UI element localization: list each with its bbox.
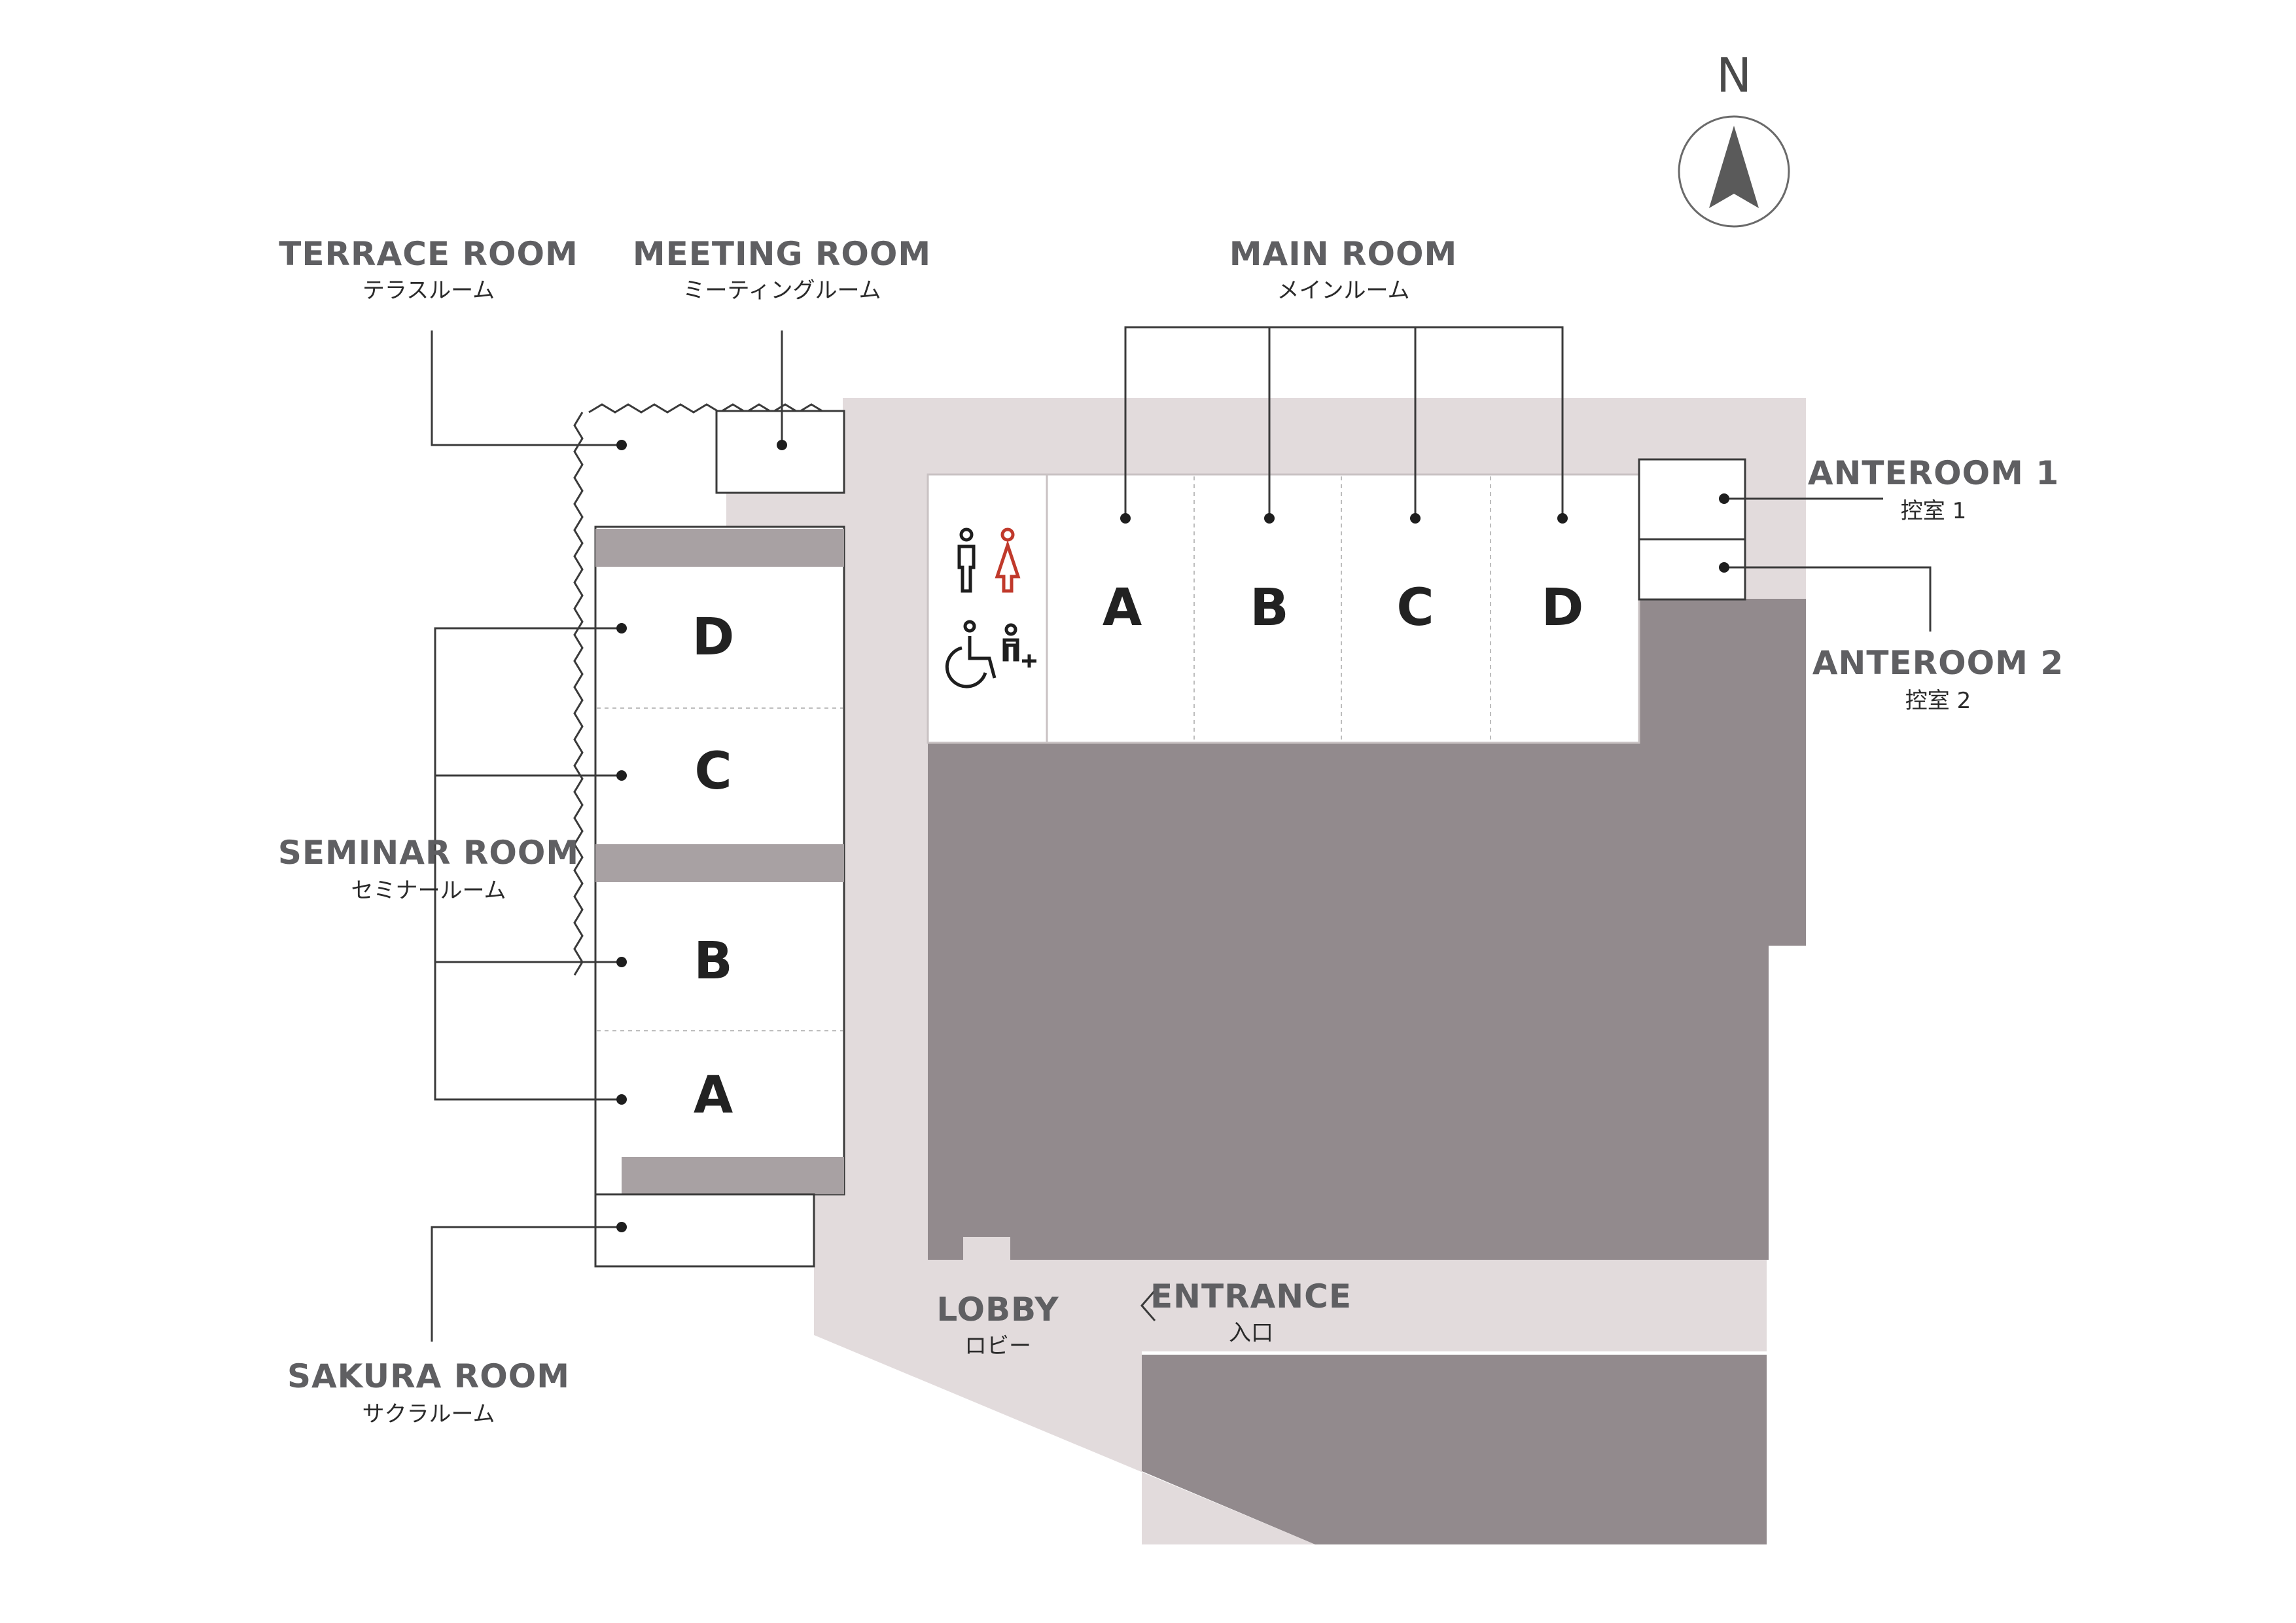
sakura-dot: [616, 1222, 627, 1232]
sakura-leader: [431, 1226, 622, 1342]
anteroom-2-area: [1638, 538, 1746, 601]
meeting-label-en: MEETING ROOM: [633, 235, 931, 273]
main-label-jp: メインルーム: [1277, 277, 1410, 304]
main-c-dot: [1410, 513, 1421, 524]
meeting-dot: [777, 440, 787, 450]
south-block: [1142, 1355, 1767, 1544]
partition-top: [595, 529, 844, 567]
sakura-label-en: SAKURA ROOM: [287, 1357, 570, 1395]
terrace-area: [582, 409, 713, 507]
west-boundary: [573, 412, 584, 976]
lobby-label-jp: ロビー: [964, 1333, 1031, 1359]
anteroom2-label-jp: 控室 2: [1905, 688, 1971, 714]
room-labels: TERRACE ROOM テラスルーム MEETING ROOM ミーティングル…: [278, 235, 2064, 1427]
anteroom2-leader: [1724, 566, 1932, 632]
baby-care-icon: [1002, 623, 1036, 668]
restroom-area: [927, 473, 1048, 744]
seminar-room-d-letter: D: [692, 608, 735, 667]
leader-dots: [616, 440, 1729, 1232]
sakura-room-area: [594, 1193, 815, 1268]
terrace-label-en: TERRACE ROOM: [279, 235, 578, 273]
core-block: [928, 743, 1769, 1260]
anteroom-block: [1638, 458, 1746, 601]
terrace-boundary: [588, 403, 825, 414]
meeting-room-area: [715, 410, 845, 494]
main-a-dot: [1120, 513, 1131, 524]
main-room-c-letter: C: [1396, 579, 1434, 637]
main-b-dot: [1264, 513, 1275, 524]
corridor-connector: [726, 491, 844, 530]
seminar-a-dot: [616, 1094, 627, 1105]
main-label-en: MAIN ROOM: [1229, 235, 1458, 273]
terrace-dot: [616, 440, 627, 450]
main-room-d-letter: D: [1542, 579, 1584, 637]
seminar-room-a-letter: A: [694, 1066, 733, 1125]
male-toilet-icon: [957, 527, 976, 593]
main-d-dot: [1557, 513, 1568, 524]
wheelchair-icon: [945, 620, 997, 688]
seminar-b-dot: [616, 957, 627, 967]
terrace-leader: [431, 330, 622, 446]
north-arrow-icon: [1709, 126, 1759, 208]
main-room-block: [1046, 473, 1640, 744]
seminar-leader-frame: [434, 627, 622, 1101]
west-wing: D C B A: [573, 403, 845, 1268]
compass: N: [1678, 48, 1790, 228]
seminar-room-c-letter: C: [694, 742, 732, 801]
main-room-a-letter: A: [1103, 579, 1142, 637]
main-leader-frame: [1124, 326, 1564, 518]
leader-lines: [431, 326, 1932, 1342]
restroom-icons: [945, 527, 1036, 688]
anteroom1-label-jp: 控室 1: [1901, 498, 1966, 524]
partition-middle: [595, 844, 844, 882]
main-room-area: A B C D: [927, 473, 1640, 744]
anteroom2-dot: [1719, 562, 1729, 573]
seminar-room-b-letter: B: [694, 932, 732, 991]
sakura-label-jp: サクラルーム: [362, 1401, 495, 1427]
main-room-b-letter: B: [1250, 579, 1288, 637]
core-block-upper: [1636, 599, 1806, 946]
seminar-c-dot: [616, 770, 627, 781]
entrance-label-jp: 入口: [1229, 1320, 1273, 1346]
meeting-label-jp: ミーティングルーム: [683, 277, 881, 304]
lobby-notch: [963, 1237, 1010, 1263]
female-toilet-icon: [995, 527, 1021, 593]
compass-north-label: N: [1716, 48, 1752, 103]
anteroom1-label-en: ANTEROOM 1: [1808, 454, 2059, 492]
seminar-label-jp: セミナールーム: [351, 878, 506, 904]
entrance-label-en: ENTRANCE: [1150, 1277, 1352, 1315]
terrace-label-jp: テラスルーム: [362, 277, 495, 304]
lobby-label-en: LOBBY: [936, 1291, 1059, 1329]
anteroom2-label-en: ANTEROOM 2: [1812, 644, 2064, 682]
anteroom1-dot: [1719, 493, 1729, 504]
seminar-label-en: SEMINAR ROOM: [278, 834, 579, 872]
entrance-arrow-icon: [1140, 1290, 1156, 1321]
partition-bottom: [622, 1157, 844, 1194]
seminar-d-dot: [616, 623, 627, 633]
